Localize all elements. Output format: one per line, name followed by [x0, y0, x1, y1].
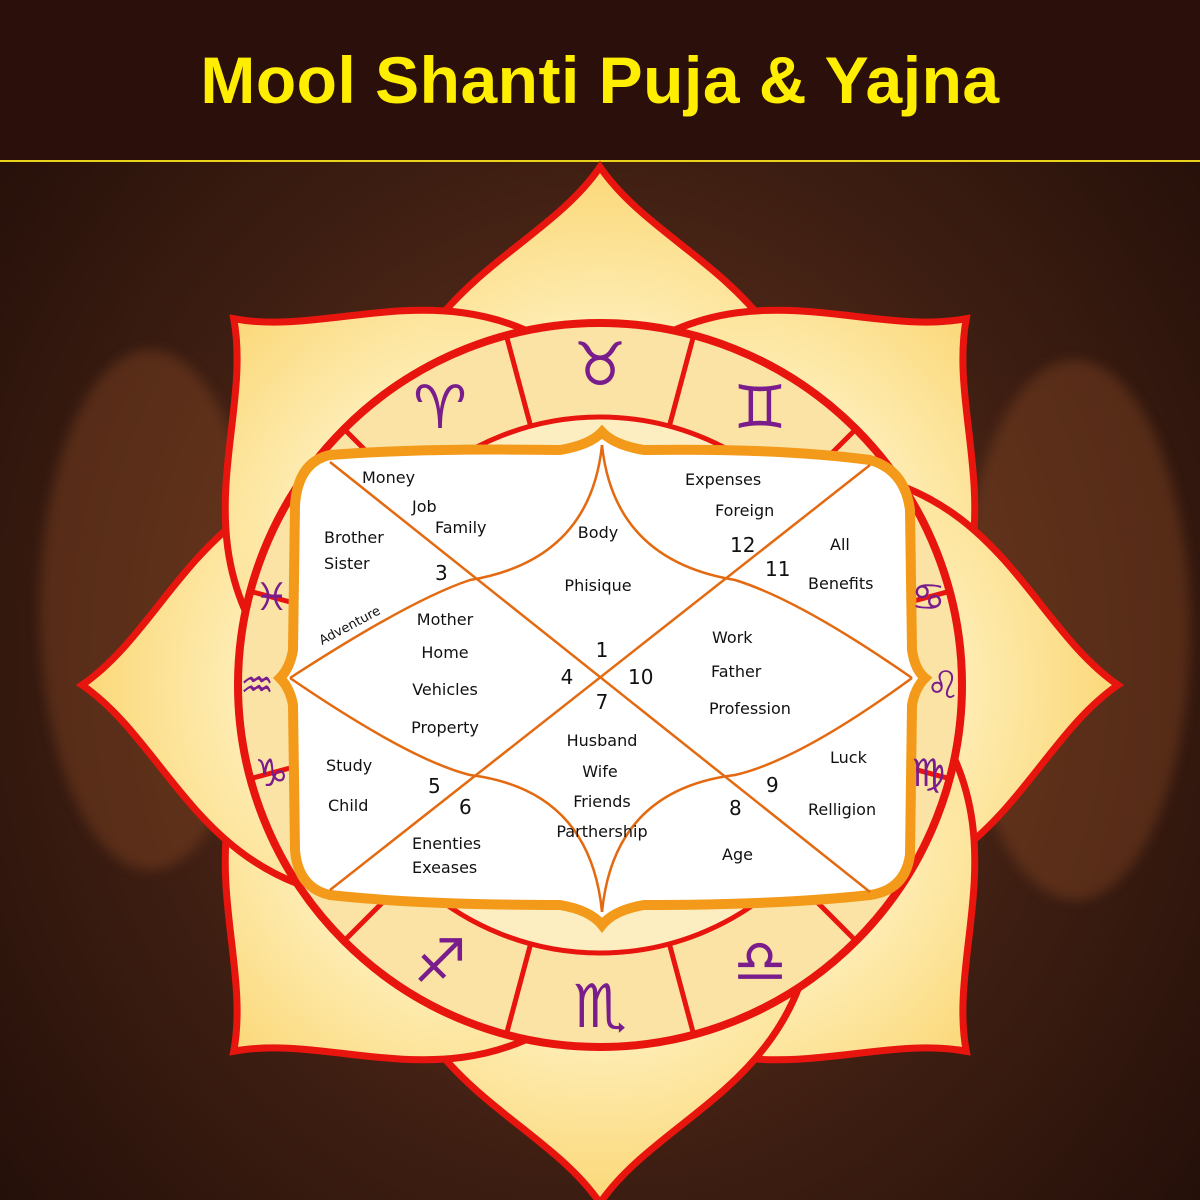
house-9-label: Relligion [808, 800, 876, 819]
house-6-label: Enenties [412, 834, 481, 853]
house-12: Expenses Foreign 12 [685, 470, 774, 557]
house-1-label: Body [578, 523, 618, 542]
house-7-number: 7 [596, 690, 609, 714]
house-7-label: Parthership [556, 822, 647, 841]
house-4-label: Mother [417, 610, 474, 629]
zodiac-divider [666, 334, 697, 427]
house-7-label: Husband [567, 731, 638, 750]
house-5: Study Child 5 [326, 756, 441, 815]
zodiac-divider [666, 943, 697, 1036]
gemini-icon: ♊ [733, 373, 787, 443]
house-8: 8 Age [722, 796, 753, 864]
house-7-label: Wife [582, 762, 617, 781]
header-banner: Mool Shanti Puja & Yajna [0, 0, 1200, 162]
house-11-label: All [830, 535, 850, 554]
house-2-label: Family [435, 518, 486, 537]
house-9-number: 9 [766, 773, 779, 797]
house-3-label: Brother [324, 528, 384, 547]
house-10-label: Father [711, 662, 762, 681]
house-5-number: 5 [428, 774, 441, 798]
scorpio-icon: ♏ [573, 972, 627, 1042]
aries-icon: ♈ [413, 373, 467, 443]
sagittarius-icon: ♐ [413, 927, 467, 997]
house-5-label: Child [328, 796, 368, 815]
house-9: Luck 9 Relligion [766, 748, 876, 819]
house-2-label: Money [362, 468, 415, 487]
page-title: Mool Shanti Puja & Yajna [200, 43, 1000, 117]
libra-icon: ♎ [733, 927, 787, 997]
house-12-label: Expenses [685, 470, 761, 489]
house-3-label: Sister [324, 554, 370, 573]
aquarius-icon: ♒ [240, 663, 274, 707]
cancer-icon: ♋ [911, 575, 945, 619]
house-4-label: Home [421, 643, 468, 662]
house-10-label: Profession [709, 699, 791, 718]
house-10-label: Work [712, 628, 753, 647]
house-11-number: 11 [765, 557, 790, 581]
house-6-label: Exeases [412, 858, 477, 877]
house-12-label: Foreign [715, 501, 774, 520]
house-4-number: 4 [561, 665, 574, 689]
house-4-label: Property [411, 718, 479, 737]
house-2: Money Job Family [362, 468, 486, 537]
house-4: Mother Home Vehicles Property 4 [411, 610, 573, 737]
capricorn-icon: ♑ [255, 751, 289, 795]
virgo-icon: ♍ [911, 751, 945, 795]
chart-lines [289, 444, 913, 913]
house-12-number: 12 [730, 533, 755, 557]
house-7: 7 Husband Wife Friends Parthership [556, 690, 647, 841]
house-3-number: 3 [435, 561, 448, 585]
house-7-label: Friends [573, 792, 631, 811]
house-1: Body Phisique 1 [564, 523, 631, 662]
house-6-number: 6 [459, 795, 472, 819]
house-11-label: Benefits [808, 574, 874, 593]
house-8-number: 8 [729, 796, 742, 820]
house-10-number: 10 [628, 665, 653, 689]
house-1-label: Phisique [564, 576, 631, 595]
pisces-icon: ♓ [255, 575, 289, 619]
house-4-label: Vehicles [412, 680, 478, 699]
leo-icon: ♌ [926, 663, 960, 707]
house-1-number: 1 [596, 638, 609, 662]
house-6: 6 Enenties Exeases [412, 795, 481, 877]
house-10: 10 Work Father Profession [628, 628, 791, 718]
house-9-label: Luck [830, 748, 868, 767]
house-11: All 11 Benefits [765, 535, 874, 593]
house-8-label: Age [722, 845, 753, 864]
taurus-icon: ♉ [573, 330, 627, 400]
house-5-label: Study [326, 756, 372, 775]
house-2-label: Job [411, 497, 437, 516]
zodiac-divider [503, 943, 534, 1036]
zodiac-divider [503, 334, 534, 427]
zodiac-signs: ♈ ♉ ♊ ♋ ♌ ♍ ♎ ♏ ♐ ♑ ♒ ♓ [240, 330, 960, 1042]
